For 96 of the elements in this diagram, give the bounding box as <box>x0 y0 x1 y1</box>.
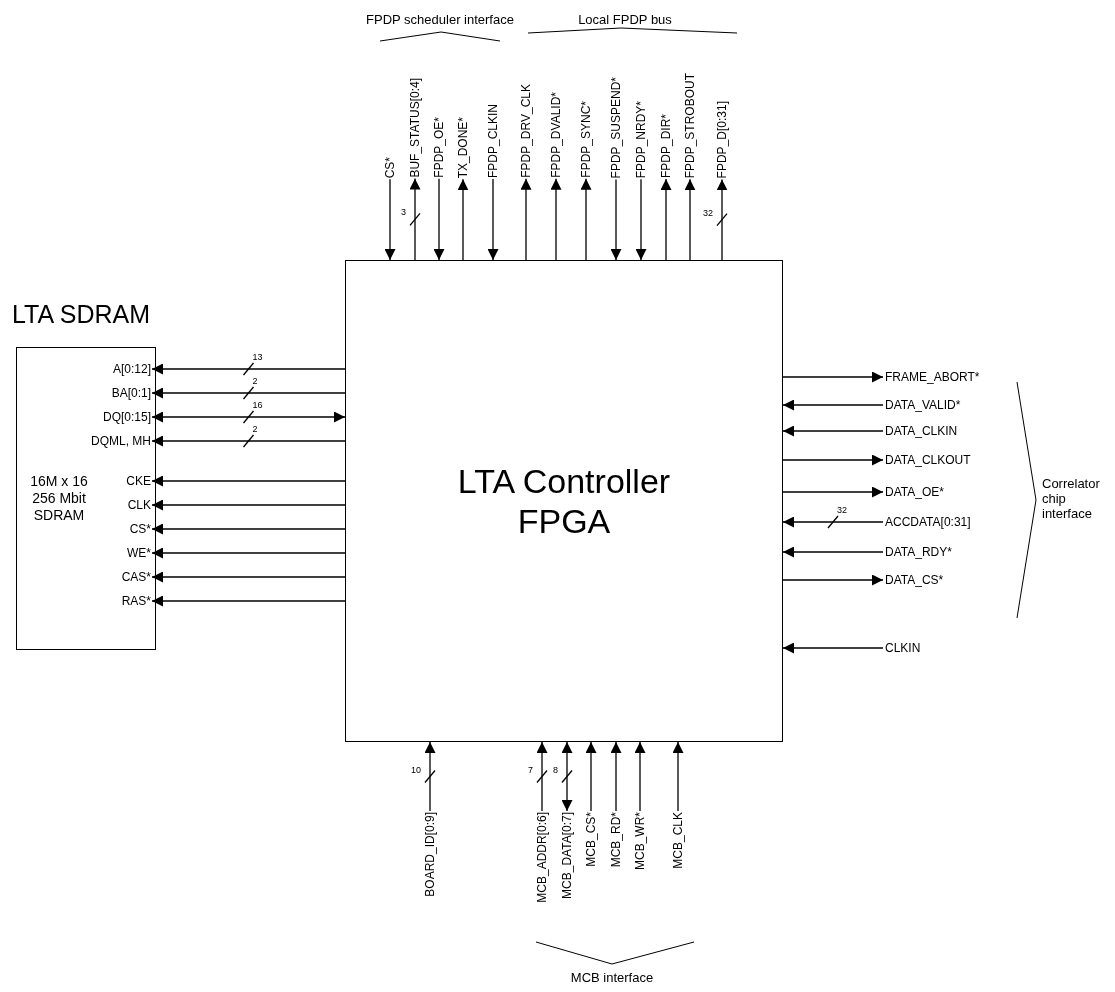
group-label: MCB interface <box>569 970 655 985</box>
signal-arrow <box>151 499 346 511</box>
signal-label: FPDP_NRDY* <box>634 101 648 179</box>
signal-arrow <box>151 595 346 607</box>
signal-label: DATA_RDY* <box>885 545 952 559</box>
signal-label: FPDP_DIR* <box>659 114 673 178</box>
bus-width-label: 16 <box>251 400 264 410</box>
signal-arrow <box>409 177 421 261</box>
pin-label: DQ[0:15] <box>102 410 151 424</box>
signal-arrow <box>151 547 346 559</box>
signal-arrow <box>635 178 647 261</box>
group-label: Local FPDP bus <box>577 12 673 27</box>
pin-label: DQML, MH <box>91 434 151 448</box>
signal-label: FPDP_STROBOUT <box>683 73 697 179</box>
signal-label: CS* <box>383 157 397 179</box>
signal-arrow <box>433 178 445 261</box>
signal-arrow <box>487 178 499 261</box>
signal-arrow <box>684 178 696 261</box>
signal-arrow <box>424 741 436 812</box>
signal-arrow <box>520 178 532 261</box>
signal-label: DATA_VALID* <box>885 398 961 412</box>
bus-width-label: 8 <box>552 764 559 775</box>
signal-label: FPDP_DVALID* <box>549 92 563 178</box>
signal-label: MCB_ADDR[0:6] <box>535 812 549 903</box>
signal-arrow <box>151 435 346 447</box>
signal-arrow <box>782 371 884 383</box>
signal-label: TX_DONE* <box>456 117 470 179</box>
bidirectional-arrow <box>151 411 346 423</box>
signal-arrow <box>634 741 646 812</box>
signal-label: DATA_OE* <box>885 485 944 499</box>
signal-arrow <box>151 475 346 487</box>
pin-label: BA[0:1] <box>111 386 151 400</box>
signal-label: BUF_STATUS[0:4] <box>408 78 422 178</box>
bus-width-label: 10 <box>410 764 422 775</box>
signal-label: MCB_CLK <box>671 812 685 869</box>
signal-arrow <box>550 178 562 261</box>
signal-label: DATA_CLKIN <box>885 424 958 438</box>
signal-arrow <box>782 516 884 528</box>
signal-arrow <box>457 178 469 261</box>
signal-label: CLKIN <box>885 641 921 655</box>
pin-label: CS* <box>129 522 151 536</box>
signal-arrow <box>782 642 884 654</box>
signal-arrow <box>610 741 622 812</box>
signal-arrow <box>782 486 884 498</box>
group-label: Correlator chip interface <box>1042 476 1101 521</box>
fpga-block <box>345 260 783 742</box>
signal-label: DATA_CLKOUT <box>885 453 971 467</box>
signal-arrow <box>585 741 597 812</box>
bidirectional-arrow <box>561 741 573 812</box>
pin-label: CLK <box>127 498 151 512</box>
pin-label: A[0:12] <box>112 362 151 376</box>
chip-description: 16M x 16 256 Mbit SDRAM <box>29 473 89 524</box>
signal-label: BOARD_ID[0:9] <box>423 812 437 897</box>
signal-label: MCB_WR* <box>633 812 647 870</box>
bus-width-label: 32 <box>836 505 848 515</box>
signal-label: MCB_CS* <box>584 812 598 867</box>
bus-width-label: 2 <box>251 424 259 434</box>
signal-arrow <box>151 523 346 535</box>
bus-width-label: 2 <box>251 376 259 386</box>
signal-arrow <box>782 546 884 558</box>
bus-width-label: 7 <box>527 764 534 775</box>
block-title: LTA Controller FPGA <box>456 461 672 541</box>
signal-label: FPDP_CLKIN <box>486 104 500 179</box>
signal-label: FPDP_OE* <box>432 117 446 178</box>
signal-label: DATA_CS* <box>885 573 944 587</box>
pin-label: CAS* <box>121 570 151 584</box>
signal-arrow <box>782 574 884 586</box>
pin-label: RAS* <box>121 594 151 608</box>
signal-arrow <box>151 387 346 399</box>
bus-width-label: 3 <box>400 207 407 218</box>
signal-arrow <box>782 454 884 466</box>
signal-label: FPDP_SYNC* <box>579 101 593 178</box>
signal-arrow <box>782 399 884 411</box>
signal-arrow <box>151 363 346 375</box>
signal-arrow <box>672 741 684 812</box>
bus-width-label: 32 <box>702 207 714 218</box>
signal-label: FPDP_D[0:31] <box>715 101 729 179</box>
signal-label: FPDP_SUSPEND* <box>609 77 623 179</box>
pin-label: WE* <box>127 546 151 560</box>
heading: LTA SDRAM <box>12 300 150 329</box>
signal-label: FPDP_DRV_CLK <box>519 84 533 178</box>
signal-label: FRAME_ABORT* <box>885 370 980 384</box>
group-label: FPDP scheduler interface <box>365 12 515 27</box>
signal-label: ACCDATA[0:31] <box>885 515 971 529</box>
signal-arrow <box>536 741 548 812</box>
signal-arrow <box>716 178 728 261</box>
signal-label: MCB_DATA[0:7] <box>560 812 574 899</box>
signal-arrow <box>660 178 672 261</box>
signal-arrow <box>610 178 622 261</box>
pin-label: CKE <box>126 474 151 488</box>
signal-arrow <box>151 571 346 583</box>
bus-width-label: 13 <box>251 352 264 362</box>
signal-arrow <box>782 425 884 437</box>
signal-arrow <box>580 178 592 261</box>
signal-label: MCB_RD* <box>609 812 623 868</box>
signal-arrow <box>384 178 396 261</box>
